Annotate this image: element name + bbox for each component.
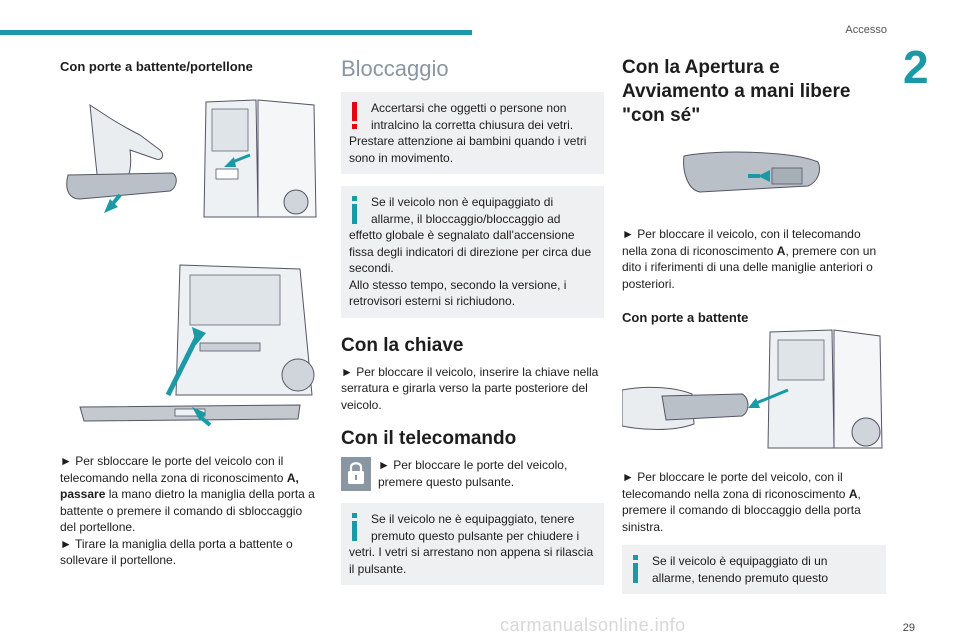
swing-door-lock-instruction: ► Per bloccare le porte del veicolo, con…: [622, 469, 886, 535]
remote-lock-row: ► Per bloccare le porte del veicolo, pre…: [341, 457, 604, 491]
unlock-text-2: la mano dietro la maniglia della porta a…: [60, 487, 315, 534]
info2-rest: premuto questo pulsante per chiudere i v…: [349, 528, 594, 576]
info1-line-1: Se il veicolo non è equipaggiato di: [371, 195, 554, 209]
handsfree-text-1: ► Per bloccare il veicolo, con il teleco…: [622, 227, 861, 258]
handsfree-text-bold: A: [776, 243, 786, 258]
unlock-text-bold: A, passare: [60, 470, 299, 502]
unlock-instructions: ► Per sbloccare le porte del veicolo con…: [60, 453, 320, 536]
van-rear-door-illustration: [203, 99, 317, 218]
handsfree-lock-instruction: ► Per bloccare il veicolo, con il teleco…: [622, 226, 886, 292]
heading-con-la-chiave: Con la chiave: [341, 334, 464, 356]
handsfree-text-2: , premere con un dito i riferimenti di u…: [622, 243, 877, 291]
info3-rest: allarme, tenendo premuto questo: [652, 570, 829, 585]
info2-line-1: Se il veicolo ne è equipaggiato, tenere: [371, 512, 575, 526]
column-middle: Bloccaggio Accertarsi che oggetti o pers…: [341, 56, 604, 585]
section-title: Accesso: [845, 24, 887, 36]
header-accent-bar: [0, 30, 472, 35]
key-lock-instruction: ► Per bloccare il veicolo, inserire la c…: [341, 364, 599, 412]
tailgate-illustration: [79, 264, 315, 427]
info1-rest: allarme, il bloccaggio/bloccaggio ad eff…: [349, 211, 592, 276]
chapter-number: 2: [903, 41, 929, 93]
exclamation-icon: [352, 102, 357, 129]
swing-door-text-2: , premere il comando di bloccaggio della…: [622, 486, 861, 534]
front-handle-illustration: [683, 151, 821, 193]
column-right-bottom: ► Per bloccare le porte del veicolo, con…: [622, 469, 886, 594]
rear-door-lock-illustration: [622, 329, 883, 449]
heading-mani-libere: Con la Apertura e Avviamento a mani libe…: [622, 57, 851, 126]
pull-handle-instruction: ► Tirare la maniglia della porta a batte…: [60, 536, 293, 568]
warning-box: Accertarsi che oggetti o persone non int…: [341, 92, 604, 174]
watermark: carmanualsonline.info: [500, 615, 686, 635]
swing-door-text-bold: A: [848, 486, 858, 501]
heading-battente-portellone: Con porte a battente/portellone: [60, 59, 253, 74]
swing-door-text-1: ► Per bloccare le porte del veicolo, con…: [622, 470, 849, 501]
info-box-windows: Se il veicolo ne è equipaggiato, tenere …: [341, 503, 604, 585]
page-number: 29: [902, 622, 915, 634]
heading-con-il-telecomando: Con il telecomando: [341, 428, 517, 449]
heading-bloccaggio: Bloccaggio: [341, 56, 449, 81]
heading-con-porte-a-battente: Con porte a battente: [622, 310, 749, 325]
warning-line-1: Accertarsi che oggetti o persone non: [371, 101, 567, 115]
remote-lock-instruction: ► Per bloccare le porte del veicolo, pre…: [378, 458, 568, 489]
column-right-mid: ► Per bloccare il veicolo, con il teleco…: [622, 226, 886, 325]
column-left: Con porte a battente/portellone: [60, 56, 320, 74]
info-icon: [633, 555, 638, 583]
column-right: Con la Apertura e Avviamento a mani libe…: [622, 56, 886, 128]
info-box-alarm: Se il veicolo non è equipaggiato di alla…: [341, 186, 604, 318]
unlock-text-1: ► Per sbloccare le porte del veicolo con…: [60, 454, 287, 485]
info-icon: [352, 196, 357, 224]
info-icon: [352, 513, 357, 541]
padlock-icon: [341, 457, 371, 491]
info3-line-1: Se il veicolo è equipaggiato di un: [652, 554, 828, 568]
warning-rest: intralcino la corretta chiusura dei vetr…: [349, 117, 587, 165]
column-left-text: ► Per sbloccare le porte del veicolo con…: [60, 453, 320, 569]
hand-handle-illustration: [66, 103, 177, 213]
info1-extra: Allo stesso tempo, secondo la versione, …: [349, 277, 567, 309]
info-box-alarm-battente: Se il veicolo è equipaggiato di un allar…: [622, 545, 886, 594]
